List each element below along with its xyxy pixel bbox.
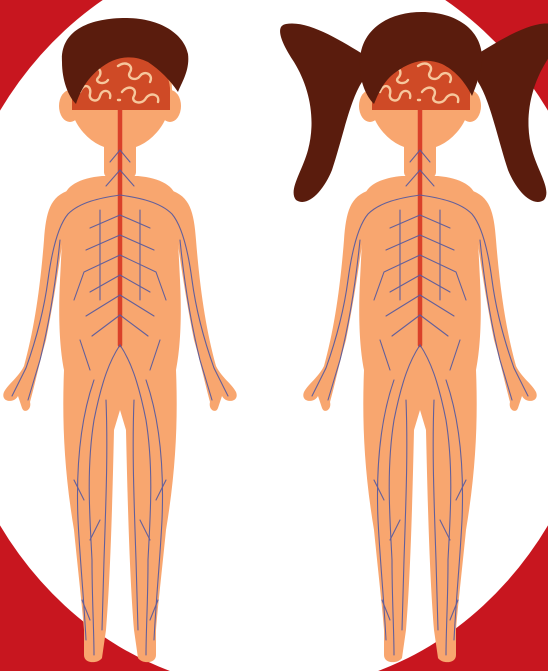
nervous-system-illustration	[0, 0, 548, 671]
